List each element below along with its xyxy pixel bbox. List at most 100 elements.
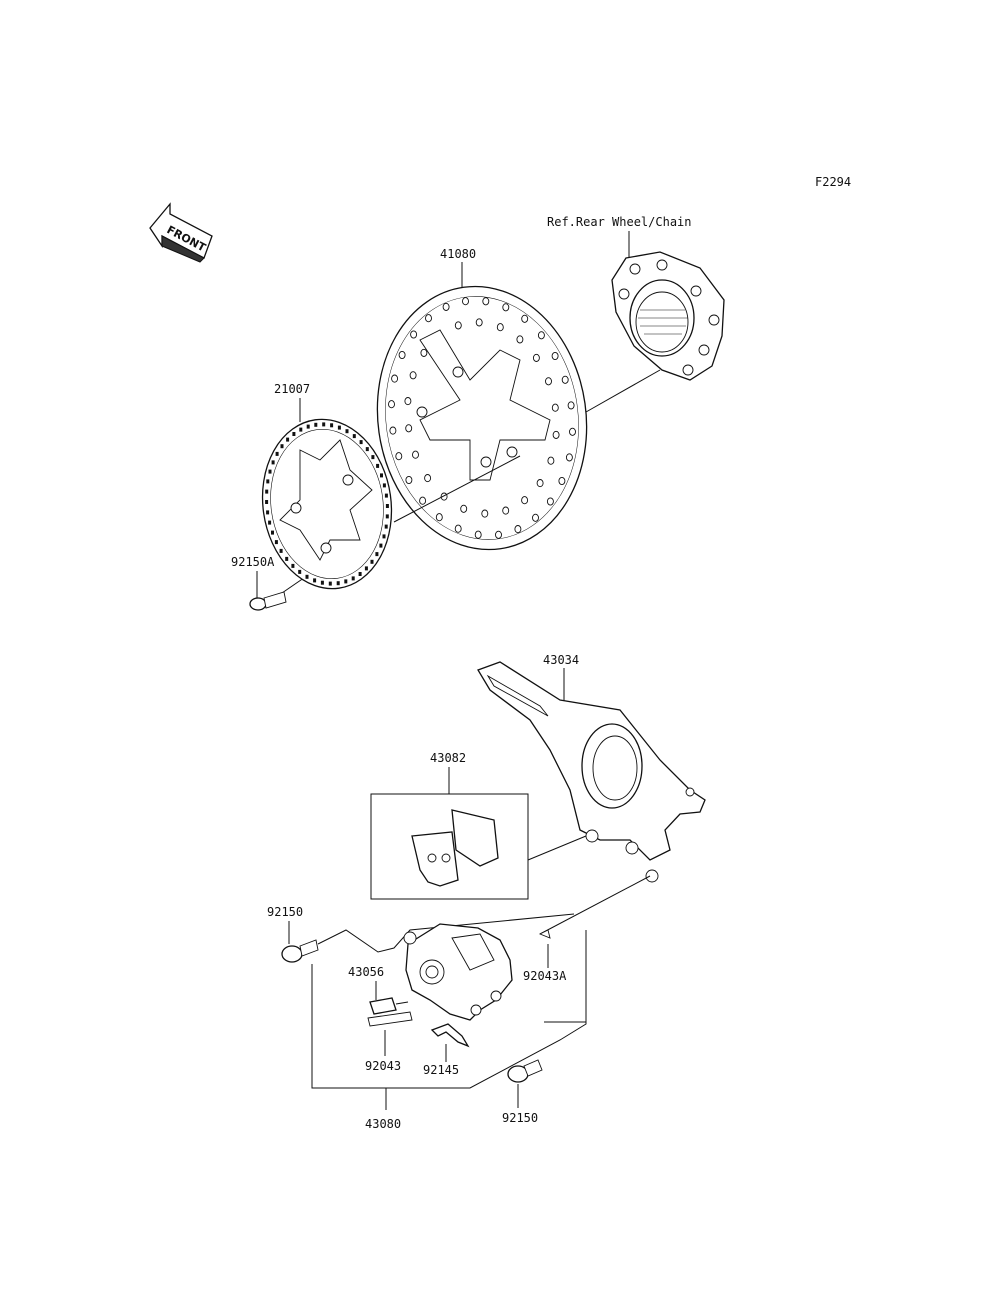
rotor-tooth xyxy=(305,574,309,579)
rotor-tooth xyxy=(370,559,374,564)
rotor-tooth xyxy=(345,429,349,434)
disc-hole xyxy=(551,351,559,361)
disc-hole xyxy=(569,427,576,436)
rotor-tooth xyxy=(271,460,275,465)
brake-pads[interactable] xyxy=(411,809,499,887)
rotor-tooth xyxy=(344,579,348,584)
disc-hole xyxy=(496,323,504,332)
disc-hole xyxy=(425,314,432,323)
rotor-tone-teeth xyxy=(265,422,389,586)
rotor-tooth xyxy=(322,422,326,427)
rotor-tooth xyxy=(365,447,369,452)
label-brake-disc: 41080 xyxy=(440,247,476,261)
rotor-tooth xyxy=(268,520,272,525)
disc-hole xyxy=(481,509,489,518)
pad-spring[interactable] xyxy=(430,1023,470,1048)
disc-hole xyxy=(521,314,529,323)
disc-hole xyxy=(420,348,428,357)
disc-hole xyxy=(558,476,566,486)
disc-hole xyxy=(547,456,555,465)
label-caliper-bracket: 43034 xyxy=(543,653,579,667)
rotor-tooth xyxy=(314,422,318,427)
rotor-tooth xyxy=(330,423,334,428)
label-rotor-bolt: 92150A xyxy=(231,555,275,569)
disc-hole xyxy=(404,397,412,406)
rotor-tooth xyxy=(266,479,270,484)
label-caliper-bolt-lower: 92150 xyxy=(502,1111,538,1125)
disc-hole xyxy=(410,330,418,339)
rotor-tooth xyxy=(351,576,355,581)
disc-hole xyxy=(545,377,552,386)
caliper-bracket[interactable] xyxy=(477,661,706,883)
disc-hole xyxy=(398,350,406,360)
rotor-tooth xyxy=(337,425,341,430)
rotor-tooth xyxy=(271,530,274,535)
disc-hole xyxy=(454,321,462,330)
caliper-pin[interactable] xyxy=(367,1011,413,1027)
brake-caliper[interactable] xyxy=(403,923,513,1021)
rotor-tooth xyxy=(352,434,356,439)
disc-hole xyxy=(532,513,539,522)
rotor-tooth xyxy=(336,581,340,586)
rotor-tooth xyxy=(382,534,386,539)
disc-hole xyxy=(405,424,413,433)
rotor-tooth xyxy=(364,566,368,571)
label-caliper-pin: 92043 xyxy=(365,1059,401,1073)
disc-hole xyxy=(502,303,510,312)
disc-hole xyxy=(409,371,417,380)
disc-hole xyxy=(419,496,427,505)
rotor-tooth xyxy=(385,514,389,519)
disc-hole xyxy=(391,374,399,383)
rotor-tooth xyxy=(379,543,383,548)
disc-hole xyxy=(561,375,569,384)
sprocket-hub[interactable] xyxy=(611,251,725,381)
disc-hole xyxy=(454,524,462,533)
label-pad-spring: 92145 xyxy=(423,1063,459,1077)
rotor-tooth xyxy=(313,578,317,583)
label-caliper-assy: 43080 xyxy=(365,1117,401,1131)
label-caliper-bolt-upper: 92150 xyxy=(267,905,303,919)
brake-disc[interactable] xyxy=(361,273,604,563)
disc-hole xyxy=(460,504,468,513)
rotor-tooth xyxy=(382,483,386,488)
abs-rotor[interactable] xyxy=(252,411,402,597)
caliper-bolt-lower[interactable] xyxy=(507,1059,543,1083)
disc-hole xyxy=(567,401,575,410)
disc-hole xyxy=(475,318,483,327)
rotor-tooth xyxy=(358,572,362,576)
pad-set-box xyxy=(370,793,529,900)
disc-hole xyxy=(521,496,529,505)
rotor-tooth xyxy=(384,493,388,498)
disc-hole xyxy=(546,497,554,506)
label-snap-pin: 92043A xyxy=(523,969,567,983)
bleeder-valve[interactable] xyxy=(369,997,409,1015)
disc-hole xyxy=(502,506,510,515)
rotor-bolt[interactable] xyxy=(249,591,287,611)
rotor-tooth xyxy=(266,510,270,515)
disc-hole xyxy=(389,426,397,435)
rotor-tooth xyxy=(385,504,389,508)
disc-hole xyxy=(388,400,395,409)
disc-vent-holes xyxy=(388,297,576,539)
front-arrow-icon: FRONT xyxy=(149,202,213,263)
rotor-tooth xyxy=(375,552,379,557)
disc-hole xyxy=(552,430,560,439)
disc-hole xyxy=(536,479,544,488)
disc-hole xyxy=(412,450,419,459)
rotor-tooth xyxy=(299,427,303,432)
snap-pin[interactable] xyxy=(538,929,551,939)
disc-hole xyxy=(532,353,540,362)
disc-hole xyxy=(565,453,573,462)
disc-hole xyxy=(474,530,482,539)
rotor-tooth xyxy=(328,581,332,586)
disc-hole xyxy=(516,335,524,344)
disc-hole xyxy=(424,474,432,483)
reference-note: Ref.Rear Wheel/Chain xyxy=(547,215,692,229)
rotor-tooth xyxy=(291,563,295,568)
rotor-tooth xyxy=(359,440,363,445)
rotor-tooth xyxy=(292,432,296,436)
caliper-bolt-upper[interactable] xyxy=(281,939,319,963)
rotor-tooth xyxy=(380,473,383,478)
rotor-tooth xyxy=(376,463,380,468)
